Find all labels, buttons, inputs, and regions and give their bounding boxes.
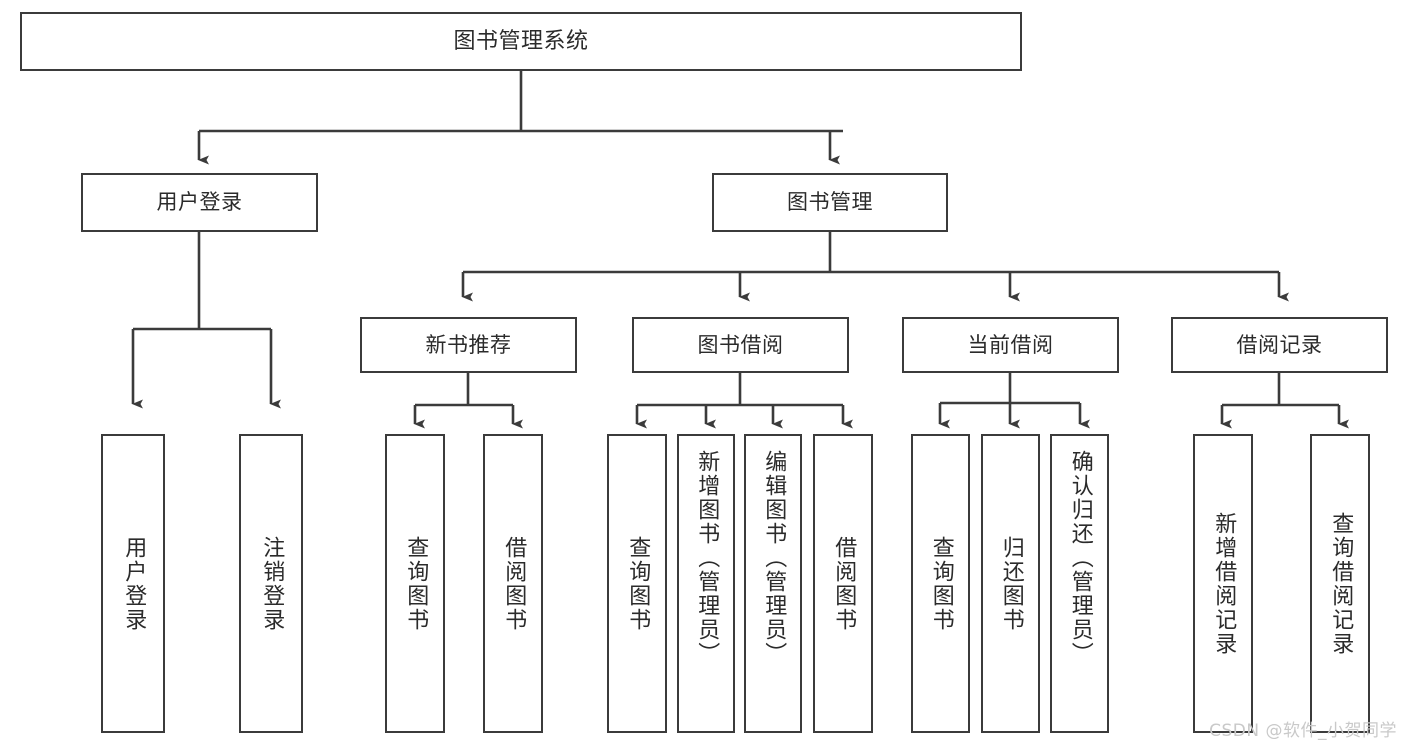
leaf-current-borrow-return[interactable]: 归还图书 <box>981 434 1040 733</box>
node-label: 归还图书 <box>998 535 1024 632</box>
node-label: 查询图书 <box>403 535 429 632</box>
node-book-management[interactable]: 图书管理 <box>712 173 948 232</box>
leaf-borrow-record-add[interactable]: 新增借阅记录 <box>1193 434 1253 733</box>
leaf-book-borrow-query[interactable]: 查询图书 <box>607 434 667 733</box>
node-label: 确认归还（管理员） <box>1067 450 1093 666</box>
csdn-watermark: CSDN @软件_小贺同学 <box>1209 721 1397 741</box>
node-label: 图书管理系统 <box>453 28 589 54</box>
node-user-login[interactable]: 用户登录 <box>81 173 318 232</box>
node-label: 新增图书（管理员） <box>694 450 720 666</box>
node-label: 借阅记录 <box>1236 332 1323 357</box>
node-label: 新增借阅记录 <box>1211 511 1237 656</box>
leaf-current-borrow-query[interactable]: 查询图书 <box>911 434 970 733</box>
node-label: 当前借阅 <box>967 332 1054 357</box>
leaf-book-borrow-edit[interactable]: 编辑图书（管理员） <box>744 434 802 733</box>
leaf-book-borrow-borrow[interactable]: 借阅图书 <box>813 434 873 733</box>
leaf-borrow-record-query[interactable]: 查询借阅记录 <box>1310 434 1370 733</box>
node-root-system[interactable]: 图书管理系统 <box>20 12 1022 71</box>
node-current-borrow[interactable]: 当前借阅 <box>902 317 1119 373</box>
node-new-book-recommend[interactable]: 新书推荐 <box>360 317 577 373</box>
leaf-new-book-borrow[interactable]: 借阅图书 <box>483 434 543 733</box>
node-borrow-record[interactable]: 借阅记录 <box>1171 317 1388 373</box>
node-label: 新书推荐 <box>425 332 512 357</box>
node-label: 借阅图书 <box>501 535 527 632</box>
node-label: 查询图书 <box>928 535 954 632</box>
leaf-new-book-query[interactable]: 查询图书 <box>385 434 445 733</box>
node-label: 图书管理 <box>787 190 873 215</box>
node-label: 编辑图书（管理员） <box>761 450 787 666</box>
leaf-book-borrow-add[interactable]: 新增图书（管理员） <box>677 434 735 733</box>
node-label: 图书借阅 <box>697 332 784 357</box>
node-label: 注销登录 <box>259 535 285 632</box>
node-label: 查询借阅记录 <box>1328 511 1354 656</box>
leaf-user-login-logout[interactable]: 注销登录 <box>239 434 303 733</box>
node-label: 借阅图书 <box>831 535 857 632</box>
leaf-current-borrow-confirm[interactable]: 确认归还（管理员） <box>1050 434 1109 733</box>
node-label: 用户登录 <box>156 190 243 215</box>
leaf-user-login-login[interactable]: 用户登录 <box>101 434 165 733</box>
node-label: 用户登录 <box>121 535 147 632</box>
node-label: 查询图书 <box>625 535 651 632</box>
node-book-borrow[interactable]: 图书借阅 <box>632 317 849 373</box>
